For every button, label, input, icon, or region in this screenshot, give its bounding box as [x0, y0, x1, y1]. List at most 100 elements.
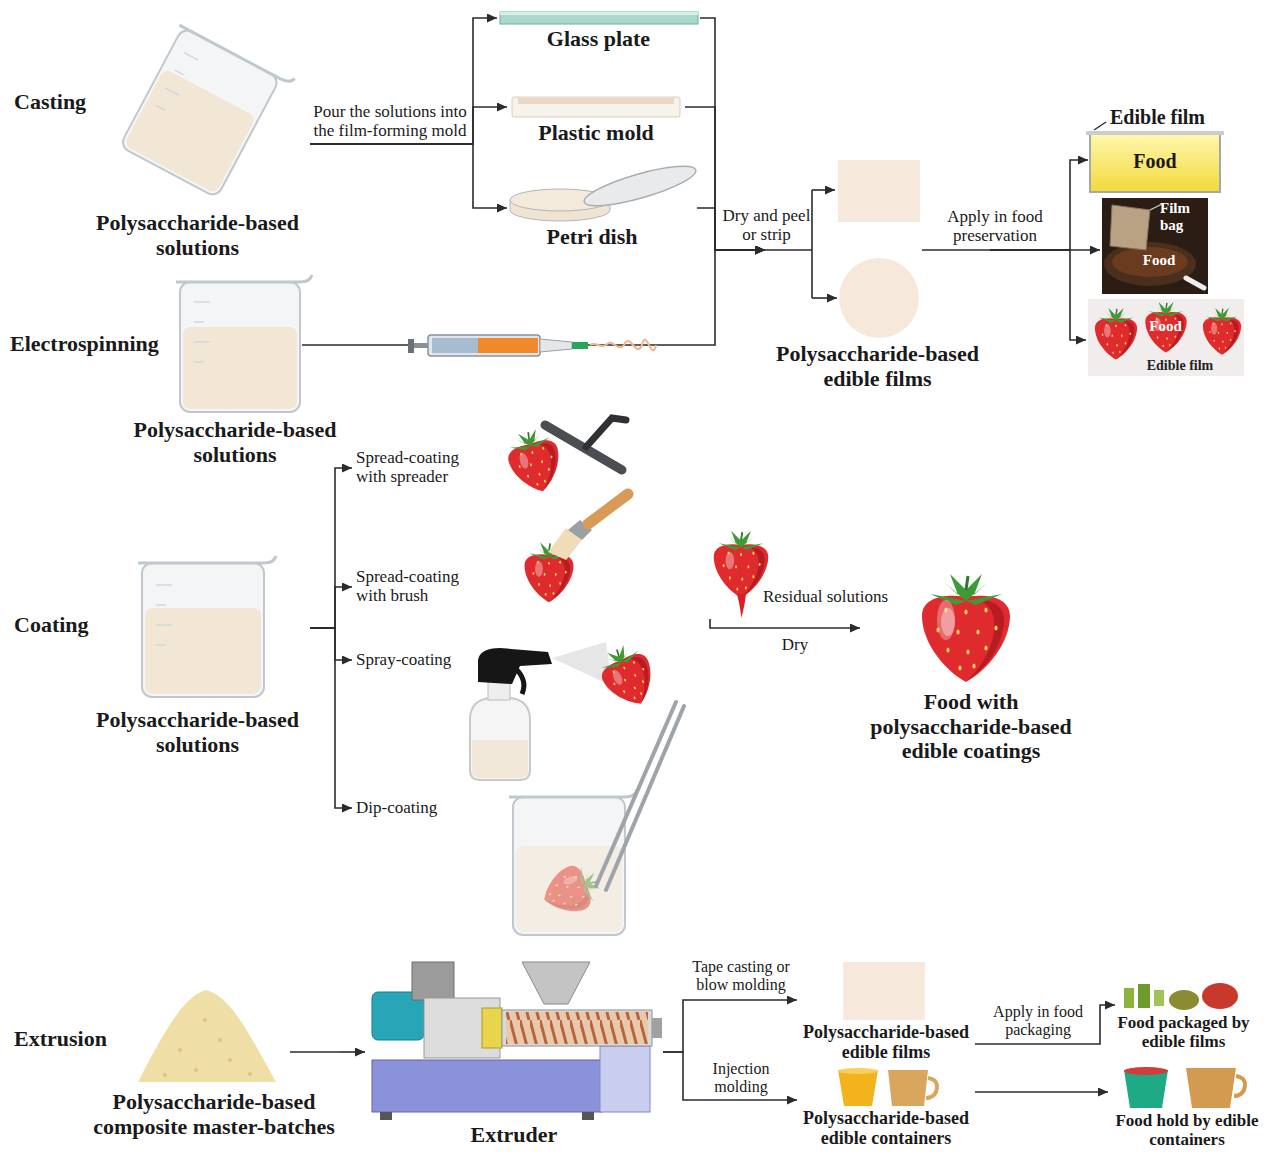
- syringe-illustration: [428, 335, 540, 356]
- caption-text: Polysaccharide-based edible films: [765, 342, 990, 391]
- film-covered-box: [1094, 122, 1106, 130]
- callout-label: Residual solutions: [763, 587, 897, 606]
- beaker: [142, 563, 264, 697]
- edge-label: Pour the solutions into the film-forming…: [312, 102, 468, 140]
- callout-label: Edible film: [1110, 106, 1224, 128]
- connector-arrow: [975, 1091, 1108, 1093]
- connector-arrow: [310, 18, 497, 144]
- film-covered-box: [1086, 131, 1224, 135]
- dripping-food: Residual solutions: [705, 525, 897, 619]
- picture-label: Food: [1090, 150, 1220, 172]
- beaker: [180, 282, 300, 412]
- dip-beaker-illustration: [513, 797, 625, 935]
- coated-strawberry: [937, 600, 955, 640]
- connector-arrow: [345, 250, 765, 345]
- caption-text: Glass plate: [497, 27, 700, 52]
- beaker: [183, 327, 297, 409]
- connector-arrow: [310, 468, 352, 628]
- edible-cups: [838, 1070, 878, 1106]
- film-covered-box: [1086, 122, 1224, 192]
- extruder-machine: [652, 1018, 662, 1038]
- caption-text: Extruder: [365, 1123, 663, 1148]
- caption-text: Food packaged by edible films: [1115, 1013, 1252, 1051]
- coated-strawberry: [922, 574, 1010, 682]
- syringe-illustration: [408, 335, 656, 356]
- brush-illustration: [588, 494, 628, 524]
- extruder-machine: [506, 1012, 648, 1044]
- section-label: Coating: [14, 613, 89, 638]
- plastic-mold-illustration: [518, 98, 674, 104]
- dip-beaker-illustration: [509, 790, 637, 797]
- plastic-mold-illustration: [512, 97, 680, 117]
- solution-beaker: Polysaccharide-based solutions: [85, 25, 310, 260]
- edible-cups: [838, 1068, 937, 1106]
- container-food-photo: [1124, 1067, 1245, 1108]
- extruder-machine: Extruder: [365, 957, 663, 1150]
- connector-arrow: [710, 619, 860, 628]
- callout-label: Edible film: [1142, 358, 1218, 374]
- container-product: Polysaccharide-based edible containers: [797, 1066, 975, 1152]
- glass-plate-illustration: [500, 12, 698, 15]
- edge-label: Injection molding: [687, 1060, 795, 1096]
- raw-material: Polysaccharide-based composite master-ba…: [88, 985, 340, 1147]
- beaker: [138, 556, 276, 563]
- tilted-beaker: [124, 68, 257, 194]
- application-picture: Film bagFood: [1100, 197, 1210, 294]
- coated-food: Food with polysaccharide-based edible co…: [860, 568, 1082, 764]
- syringe-illustration: [432, 338, 478, 353]
- feed-line: [290, 1051, 340, 1053]
- film-bag-photo: [1186, 278, 1204, 288]
- extruder-machine: [522, 962, 590, 1004]
- packaged-food-photo: [1124, 983, 1238, 1010]
- film-product: Polysaccharide-based edible films: [797, 960, 975, 1062]
- petri-dish-illustration: [510, 158, 699, 221]
- syringe-illustration: [590, 340, 656, 350]
- spray-bottle-illustration: [593, 638, 663, 714]
- caption-text: Petri dish: [507, 225, 677, 250]
- tilted-beaker: [120, 27, 281, 198]
- beaker: [138, 556, 276, 697]
- coating-method: Dip-coating: [352, 700, 668, 940]
- section-label: Electrospinning: [10, 332, 159, 357]
- film-shapes: [838, 160, 920, 338]
- connector-arrow: [340, 1051, 365, 1053]
- bracket-lines: [812, 297, 837, 299]
- application-picture: Food packaged by edible films: [1115, 975, 1252, 1053]
- coating-method: Spray-coating: [352, 636, 662, 782]
- container-food-photo: [1124, 1067, 1168, 1075]
- edible-cups: [926, 1078, 937, 1098]
- caption-text: Plastic mold: [507, 121, 685, 146]
- edible-cups: [888, 1070, 928, 1106]
- picture-label: Food: [1138, 318, 1193, 335]
- section-label: Casting: [14, 90, 86, 115]
- coated-strawberry-photo: [1088, 299, 1244, 376]
- film-covered-box: [1090, 133, 1220, 192]
- application-picture: Edible filmFood: [1088, 106, 1224, 194]
- film-bag-photo: [1102, 198, 1208, 294]
- dip-beaker-illustration: [509, 702, 684, 935]
- packaged-food-photo: [1124, 988, 1134, 1008]
- film-bag-photo: [1112, 247, 1188, 277]
- method-label: Spread-coating with spreader: [356, 448, 484, 486]
- syringe-illustration: [414, 343, 428, 348]
- solution-beaker: Polysaccharide-based solutions: [125, 278, 345, 467]
- application-picture: FoodEdible film: [1086, 298, 1246, 378]
- dripping-strawberry: [714, 531, 769, 618]
- edge-label: Apply in food packaging: [980, 1003, 1096, 1039]
- glass-plate-illustration: [500, 12, 698, 24]
- spray-bottle-illustration: [478, 648, 552, 684]
- coating-method: Spread-coating with spreader: [352, 410, 632, 497]
- dip-beaker-illustration: [513, 797, 625, 935]
- edible-cups: [838, 1068, 878, 1074]
- caption-text: Polysaccharide-based edible films: [797, 1022, 975, 1062]
- connector-arrow: [663, 1052, 797, 1100]
- powder-pile: [138, 990, 276, 1082]
- film-bag-photo: [1104, 242, 1196, 286]
- extruder-machine: [600, 1046, 650, 1112]
- plastic-mold-illustration: [512, 97, 680, 117]
- extruder-machine: [412, 962, 454, 1000]
